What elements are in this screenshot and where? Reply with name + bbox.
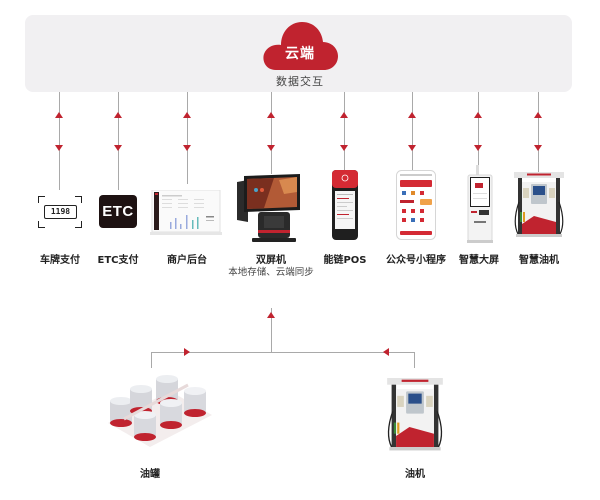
device-label-smart-screen: 智慧大屏: [459, 255, 499, 266]
arrow-left-icon: [383, 348, 389, 356]
arrow-down-icon: [114, 145, 122, 151]
dual-screen-pos-icon: [237, 174, 300, 242]
cloud-title: 云端: [285, 46, 315, 62]
arrow-down-icon: [340, 145, 348, 151]
arrow-down-icon: [534, 145, 542, 151]
arrow-up-icon: [408, 112, 416, 118]
lower-label-tank: 油罐: [140, 469, 160, 480]
arrow-down-icon: [474, 145, 482, 151]
arrow-up-icon: [534, 112, 542, 118]
arrow-right-icon: [184, 348, 190, 356]
handheld-pos-icon: [332, 170, 358, 240]
kiosk-icon: [467, 165, 493, 243]
arrow-up-icon: [183, 112, 191, 118]
smartphone-app-icon: [396, 170, 436, 240]
device-label-dual-screen: 双屏机: [256, 255, 286, 266]
connector-line: [59, 92, 60, 190]
connector-line: [538, 92, 539, 172]
device-label-pos: 能链POS: [323, 255, 367, 266]
fuel-dispenser-icon: [514, 172, 564, 237]
arrow-down-icon: [183, 145, 191, 151]
oil-tanks-icon: [108, 375, 212, 447]
connector-line: [414, 352, 415, 368]
device-label-etc-payment: ETC支付: [97, 255, 139, 266]
device-sublabel-dual-screen: 本地存储、云端同步: [228, 267, 314, 278]
device-label-mini-program: 公众号小程序: [386, 255, 446, 266]
connector-line: [478, 92, 479, 170]
device-label-smart-dispenser: 智慧油机: [519, 255, 559, 266]
connector-line: [412, 92, 413, 170]
connector-line: [344, 92, 345, 170]
arrow-up-icon: [267, 312, 275, 318]
connector-line: [271, 92, 272, 174]
cloud-icon: [263, 22, 338, 70]
connector-line: [151, 352, 415, 353]
etc-icon: ETC: [99, 195, 137, 228]
lower-label-dispenser: 油机: [405, 469, 425, 480]
arrow-up-icon: [267, 112, 275, 118]
cloud-subtitle: 数据交互: [276, 75, 324, 88]
arrow-up-icon: [340, 112, 348, 118]
arrow-up-icon: [55, 112, 63, 118]
arrow-down-icon: [267, 145, 275, 151]
connector-line: [187, 92, 188, 184]
arrow-down-icon: [55, 145, 63, 151]
connector-line: [271, 308, 272, 353]
plate-number: 1198: [44, 205, 77, 219]
arrow-up-icon: [114, 112, 122, 118]
connector-line: [118, 92, 119, 190]
license-plate-icon: 1198: [38, 196, 82, 228]
device-label-merchant-backend: 商户后台: [167, 255, 207, 266]
arrow-up-icon: [474, 112, 482, 118]
dashboard-laptop-icon: [150, 190, 222, 235]
connector-line: [151, 352, 152, 368]
fuel-dispenser-icon: [387, 378, 443, 451]
arrow-down-icon: [408, 145, 416, 151]
device-label-plate-payment: 车牌支付: [40, 255, 80, 266]
